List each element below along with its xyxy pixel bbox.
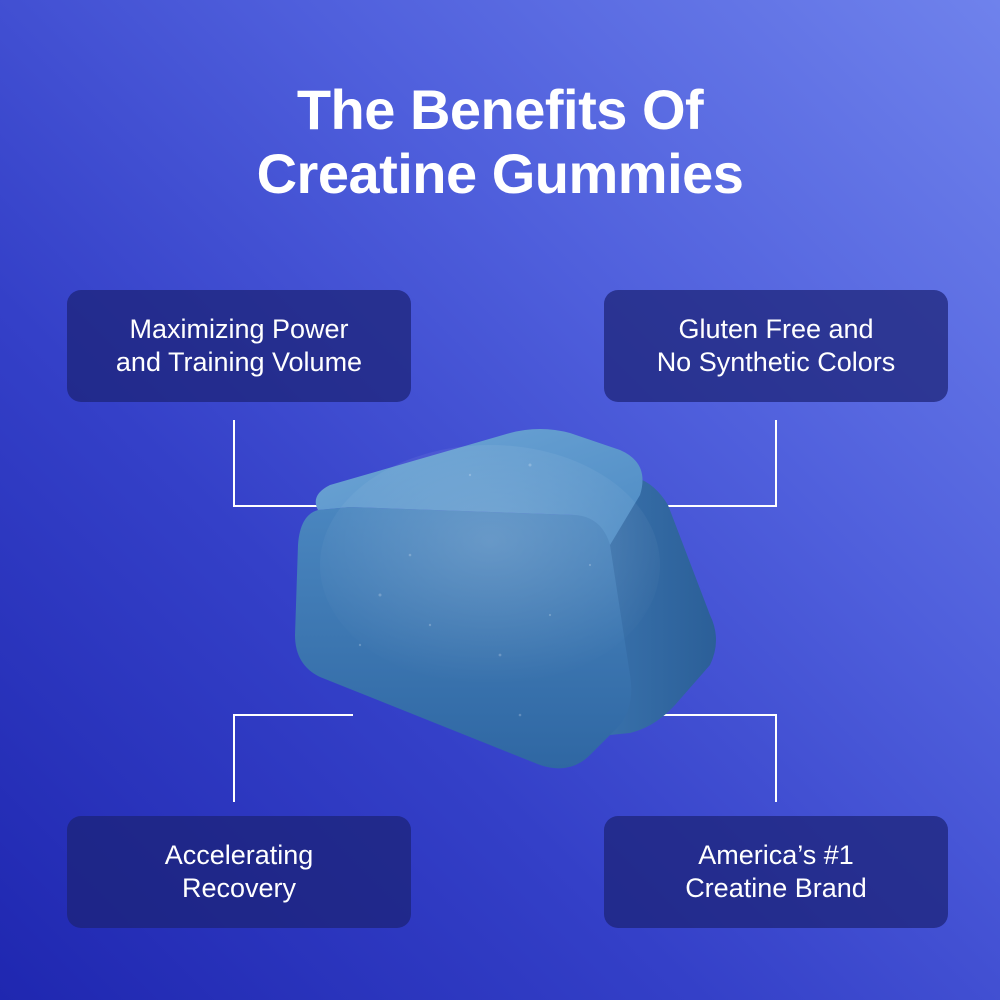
benefit-power-line-2: and Training Volume [115,347,363,377]
benefit-gluten-line-2: No Synthetic Colors [656,347,896,377]
benefit-recovery-line-1: Accelerating [164,840,314,870]
benefit-brand-line-2: Creatine Brand [685,873,867,903]
benefit-card-gluten-free: Gluten Free and No Synthetic Colors [604,290,948,402]
benefit-card-recovery: Accelerating Recovery [67,816,411,928]
connector-top-right-horizontal [665,505,777,507]
title-line-2: Creatine Gummies [256,142,744,205]
gummy-image [295,429,716,769]
benefit-power-line-1: Maximizing Power [129,314,349,344]
connector-bottom-left-horizontal [233,714,353,716]
connector-top-right-vertical [775,420,777,506]
page-title: The Benefits Of Creatine Gummies [0,78,1000,206]
benefit-recovery-line-2: Recovery [181,873,297,903]
benefit-gluten-line-1: Gluten Free and [678,314,874,344]
connector-top-left-horizontal [233,505,333,507]
benefit-brand-line-1: America’s #1 [698,840,854,870]
title-line-1: The Benefits Of [296,78,704,141]
benefit-card-power: Maximizing Power and Training Volume [67,290,411,402]
benefit-card-brand: America’s #1 Creatine Brand [604,816,948,928]
connector-top-left-vertical [233,420,235,506]
connector-bottom-right-vertical [775,714,777,802]
connector-bottom-left-vertical [233,714,235,802]
connector-bottom-right-horizontal [630,714,777,716]
